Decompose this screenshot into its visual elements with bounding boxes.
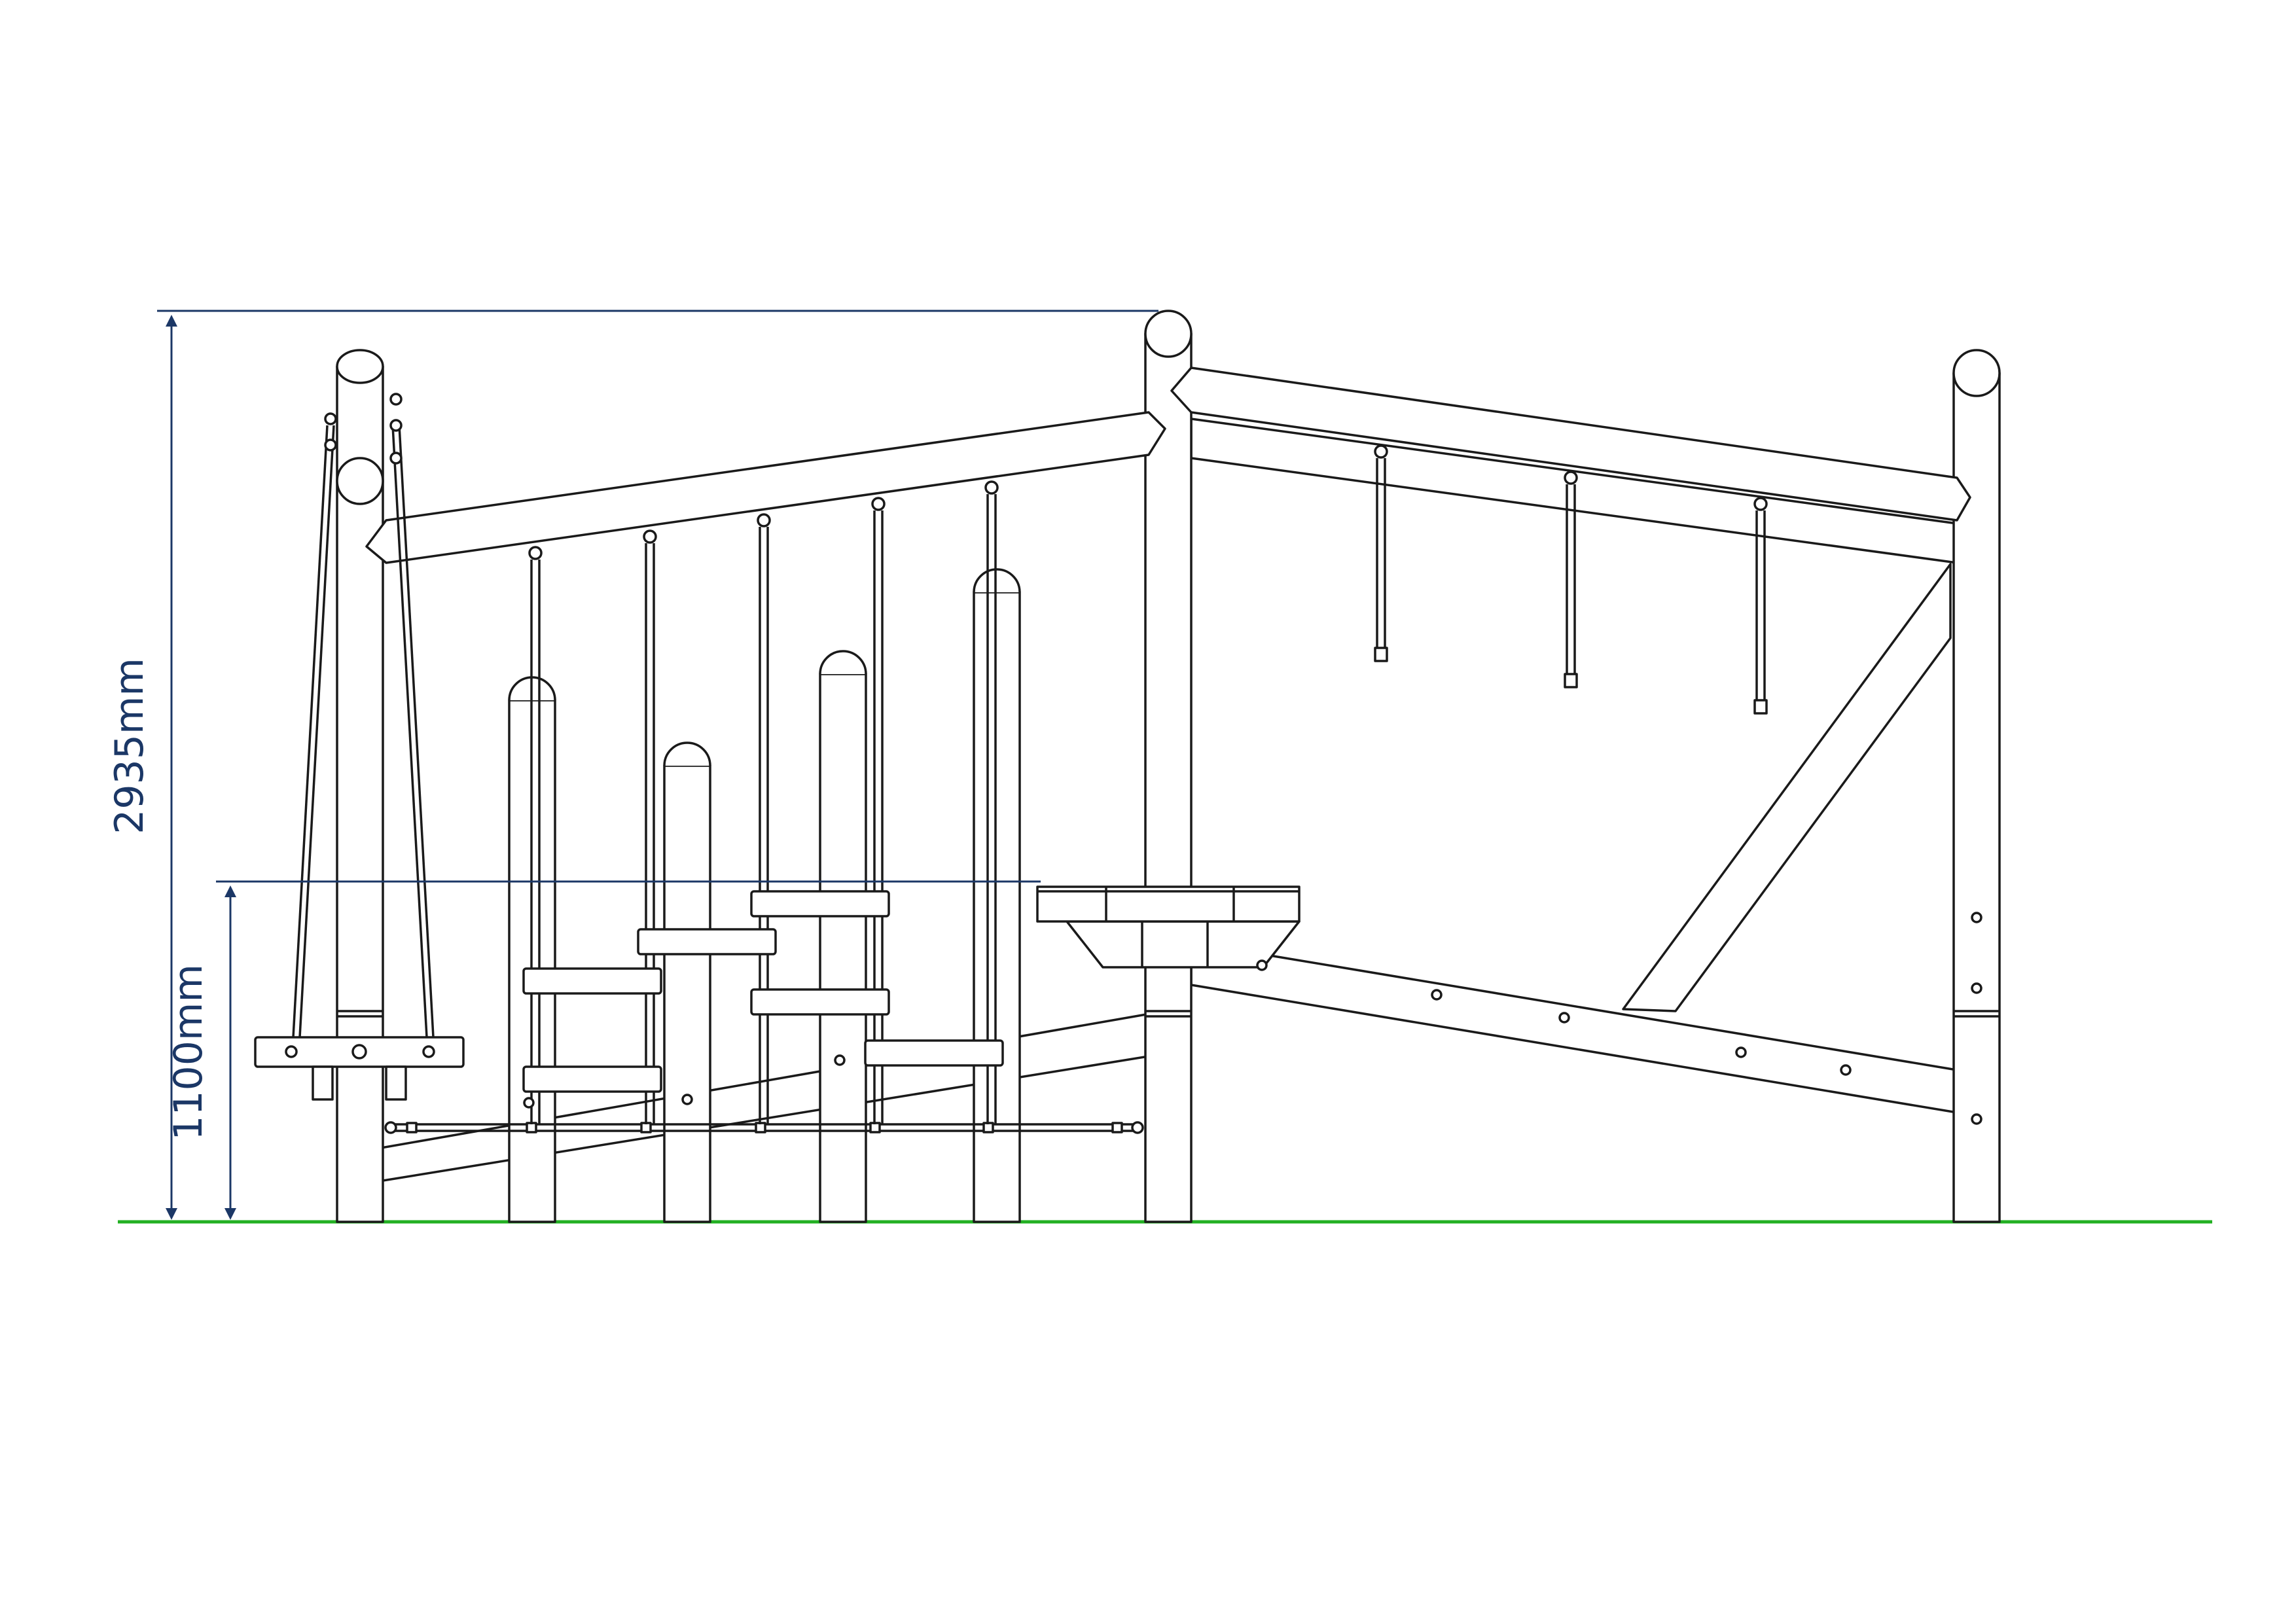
platform-height-label: 1100mm: [166, 964, 211, 1141]
total-height-label: 2935mm: [107, 658, 152, 834]
dimension-platform: [216, 880, 1041, 1220]
diagonal-brace: [1622, 563, 1952, 1012]
bolt-holes: [523, 959, 1852, 1109]
hanging-ropes-left: [528, 480, 999, 1124]
swing: [254, 393, 465, 1101]
hanging-rings-right: [1374, 444, 1768, 715]
structure: [254, 310, 2001, 1223]
right-post: [1952, 349, 2001, 1223]
left-top-beam: [365, 411, 1166, 564]
dimension-total: [157, 310, 1158, 1220]
stepping-post-4: [973, 568, 1021, 1223]
step-boards: [522, 890, 1004, 1093]
stepping-post-2: [663, 741, 711, 1223]
center-post: [1144, 310, 1193, 1223]
stepping-post-3: [819, 650, 867, 1223]
lower-left-beam: [357, 1010, 1166, 1186]
right-top-beam: [1170, 366, 1971, 522]
platform: [1036, 885, 1300, 969]
left-post: [336, 349, 384, 1223]
lower-right-beam: [1190, 941, 1975, 1114]
